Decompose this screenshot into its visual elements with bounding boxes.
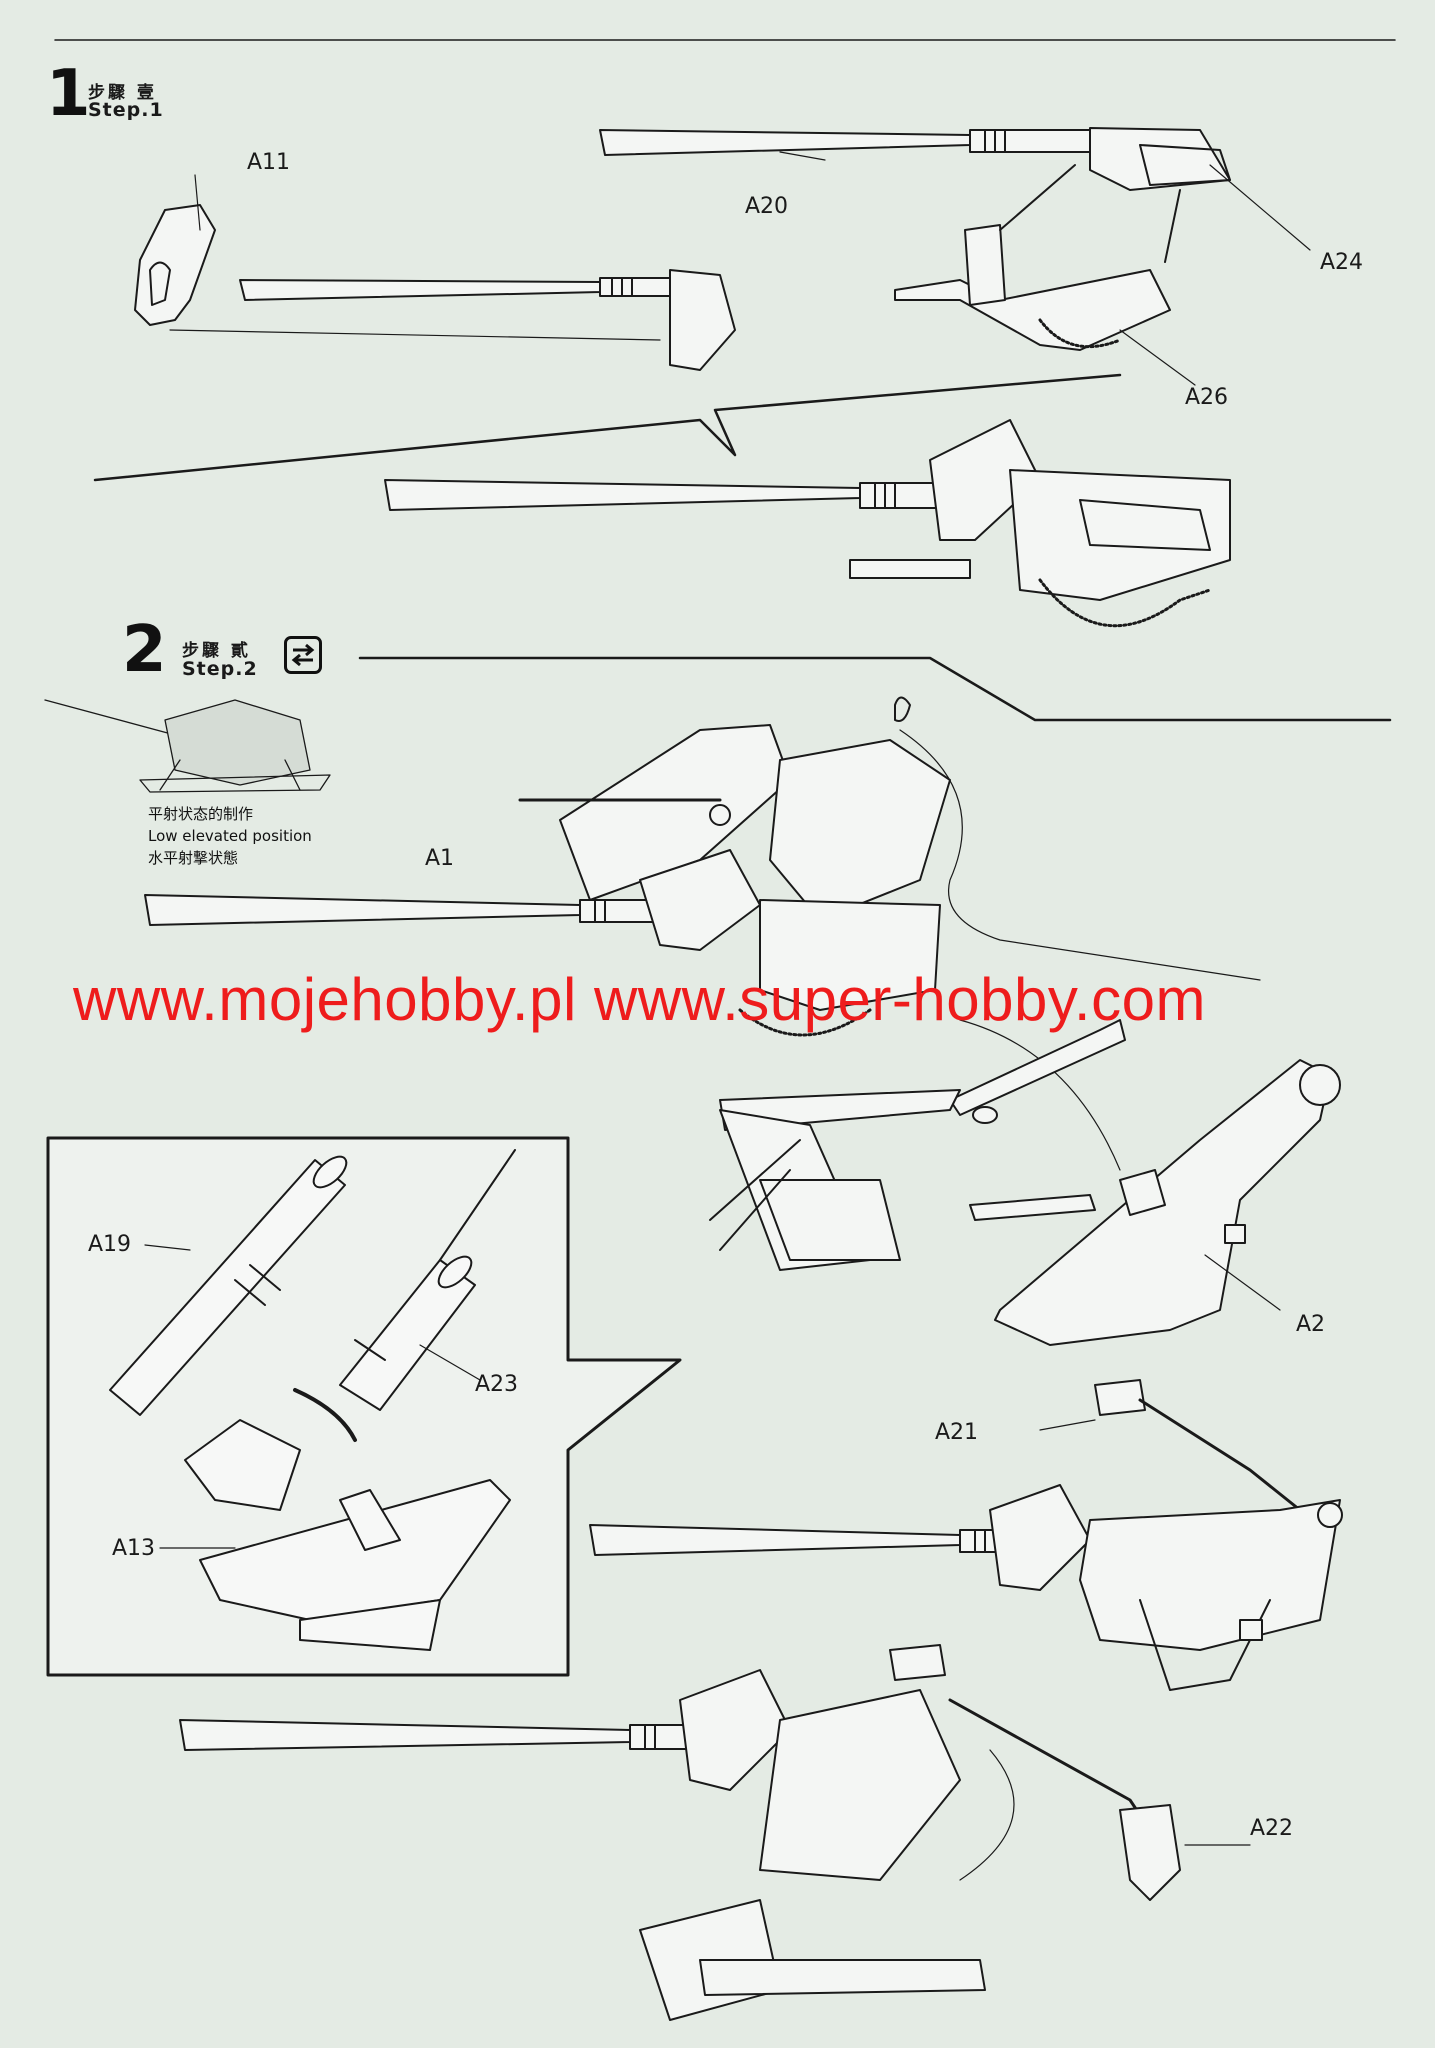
step2-number: 2 (122, 613, 167, 687)
assembled-gun-step1 (384, 419, 1231, 628)
label-a20: A20 (745, 194, 789, 219)
step1-title-en: Step.1 (88, 99, 164, 121)
note-cn: 平射状态的制作 (148, 805, 254, 823)
label-a19: A19 (88, 1232, 132, 1257)
carriage-a1-assembly (144, 696, 951, 1037)
label-a1: A1 (425, 846, 455, 871)
assembled-gun-bottom (179, 1644, 1251, 2021)
label-a23: A23 (475, 1372, 519, 1397)
label-a13: A13 (112, 1536, 156, 1561)
label-a26: A26 (1185, 385, 1229, 410)
part-a26-cradle (894, 164, 1181, 351)
watermark-text: www.mojehobby.pl www.super-hobby.com (73, 966, 1206, 1033)
label-a22: A22 (1250, 1816, 1294, 1841)
inset-detail-box (46, 1136, 682, 1677)
step2-title-cn: 步驟 貳 (182, 641, 251, 661)
part-a2-outrigger (969, 1059, 1341, 1346)
label-a21: A21 (935, 1420, 979, 1445)
label-a2: A2 (1296, 1312, 1326, 1337)
part-a11-shield (134, 204, 661, 341)
barrel-upper-left (239, 269, 736, 371)
barrel-a20 (599, 127, 1231, 191)
note-en: Low elevated position (148, 827, 312, 845)
outrigger-legs (709, 1019, 1126, 1271)
label-a24: A24 (1320, 250, 1364, 275)
label-a11: A11 (247, 150, 291, 175)
flip-arrows-icon (284, 636, 322, 674)
step2-note: 平射状态的制作 Low elevated position 水平射撃状態 (148, 803, 348, 869)
reference-thumbnail (44, 699, 331, 793)
part-a21-and-gun (589, 1379, 1343, 1691)
step1-number: 1 (46, 57, 91, 131)
step2-title-en: Step.2 (182, 658, 258, 680)
note-jp: 水平射撃状態 (148, 849, 239, 867)
step1-title-cn: 步驟 壹 (88, 83, 157, 103)
